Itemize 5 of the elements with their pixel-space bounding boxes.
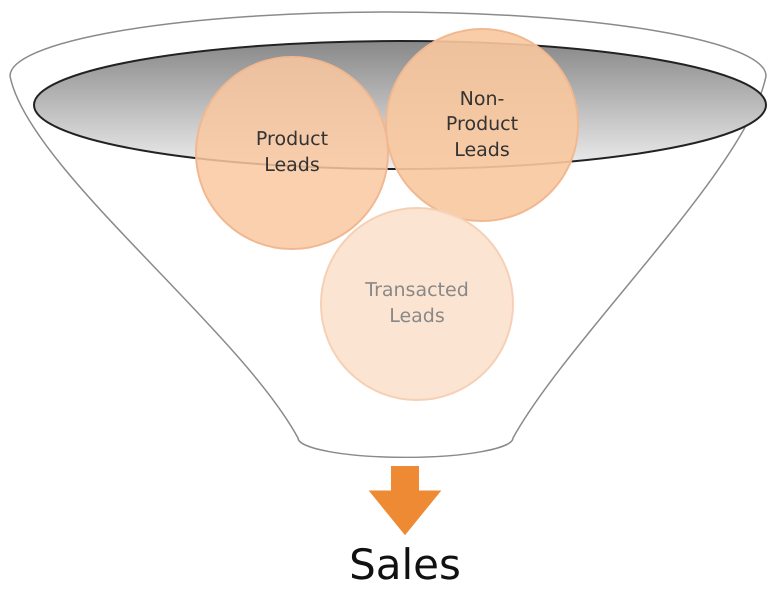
circle-label: Product Leads bbox=[254, 127, 330, 178]
circle-label: Transacted Leads bbox=[364, 278, 470, 329]
down-arrow bbox=[368, 466, 442, 536]
circle-label: Non-Product Leads bbox=[444, 86, 520, 163]
outcome-label: Sales bbox=[330, 540, 480, 595]
